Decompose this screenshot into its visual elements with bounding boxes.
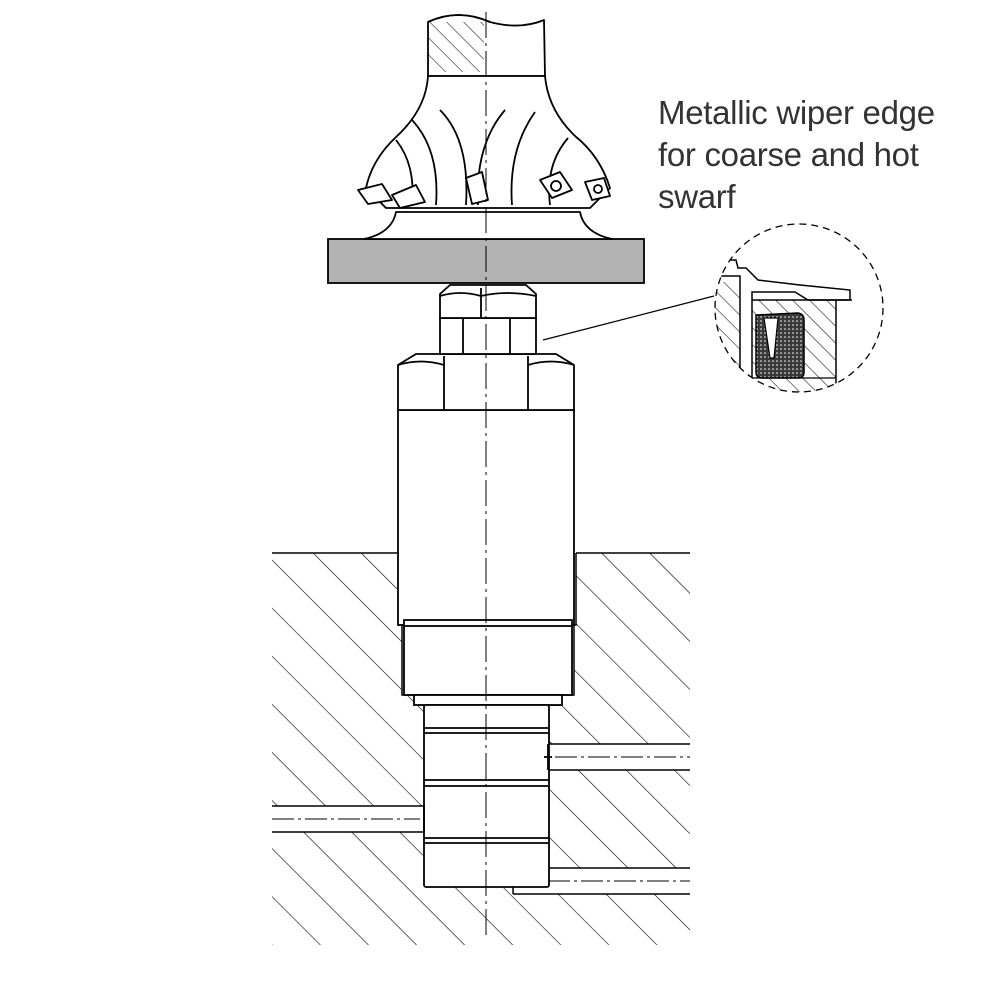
left-bore [272,805,426,833]
annotation-line-3: swarf [658,178,736,215]
detail-callout [714,223,884,393]
milling-cutter [357,14,613,240]
right-upper-bore [548,743,690,771]
wiper-edge-annotation: Metallic wiper edge for coarse and hot s… [658,92,978,218]
detail-leader [542,295,715,341]
annotation-line-2: for coarse and hot [658,136,919,173]
annotation-line-1: Metallic wiper edge [658,94,935,131]
